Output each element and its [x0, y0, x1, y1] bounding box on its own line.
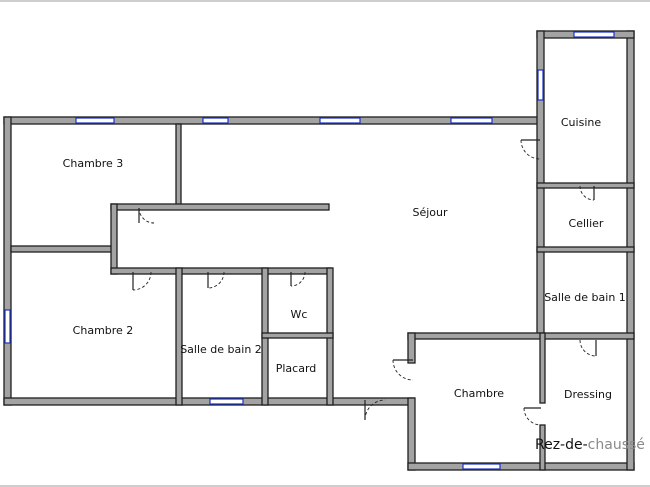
- room-label-wc: Wc: [291, 308, 308, 321]
- door-wc-arc: [290, 271, 306, 287]
- window-sejour-2: [319, 117, 361, 124]
- doors: [132, 139, 597, 426]
- wall-corridor-bottom: [110, 267, 332, 275]
- wall-corridor-left: [110, 203, 118, 275]
- window-chambre2: [4, 309, 11, 344]
- room-labels: Chambre 3 Séjour Cuisine Cellier Chambre…: [63, 116, 626, 401]
- door-kitchen-arc: [520, 139, 541, 160]
- room-label-chambre3: Chambre 3: [63, 157, 124, 170]
- wall-chambre-left: [407, 332, 416, 364]
- window-sejour-1: [202, 117, 229, 124]
- wall-bottom-right: [407, 462, 635, 471]
- door-sdb2-arc: [207, 271, 225, 289]
- window-cuisine-side: [537, 69, 544, 101]
- room-label-cellier: Cellier: [569, 217, 604, 230]
- room-label-chambre2: Chambre 2: [73, 324, 134, 337]
- wall-left: [3, 116, 12, 406]
- level-caption-faded: chaussé: [588, 437, 645, 453]
- walls: [3, 30, 635, 471]
- door-cellier-arc: [579, 185, 595, 201]
- door-chambre-arc: [392, 359, 414, 381]
- level-caption: Rez-de-chaussé: [535, 437, 645, 453]
- wall-bottom-left: [3, 397, 415, 406]
- wall-cellier-bottom: [536, 246, 635, 253]
- wall-step: [407, 397, 416, 471]
- room-label-sejour: Séjour: [412, 206, 448, 219]
- window-sejour-3: [450, 117, 493, 124]
- room-label-sdb2: Salle de bain 2: [180, 343, 262, 356]
- wall-chambre2-right: [175, 267, 183, 406]
- wall-chambre3-right: [175, 123, 182, 209]
- door-dressing-arc: [523, 407, 542, 426]
- room-label-placard: Placard: [276, 362, 317, 375]
- wall-chambre3-bottom: [10, 245, 116, 253]
- window-sdb2: [209, 398, 244, 405]
- door-sdb1-arc: [579, 339, 597, 357]
- window-chambre3: [75, 117, 115, 124]
- room-label-sdb1: Salle de bain 1: [544, 291, 626, 304]
- wall-wc-bottom: [261, 332, 334, 339]
- window-chambre: [462, 463, 501, 470]
- windows: [4, 31, 615, 470]
- wall-chambre-top: [407, 332, 635, 340]
- room-label-dressing: Dressing: [564, 388, 612, 401]
- wall-dressing-left-lower: [539, 424, 546, 471]
- wall-cuisine-bottom: [536, 182, 635, 189]
- wall-corridor-top: [110, 203, 330, 211]
- room-label-cuisine: Cuisine: [561, 116, 601, 129]
- door-entrance-arc: [364, 399, 386, 421]
- door-chambre2-arc: [132, 271, 152, 291]
- room-label-chambre: Chambre: [454, 387, 504, 400]
- wall-dressing-left: [539, 332, 546, 404]
- window-cuisine-top: [573, 31, 615, 38]
- level-caption-main: Rez-de-: [535, 437, 588, 453]
